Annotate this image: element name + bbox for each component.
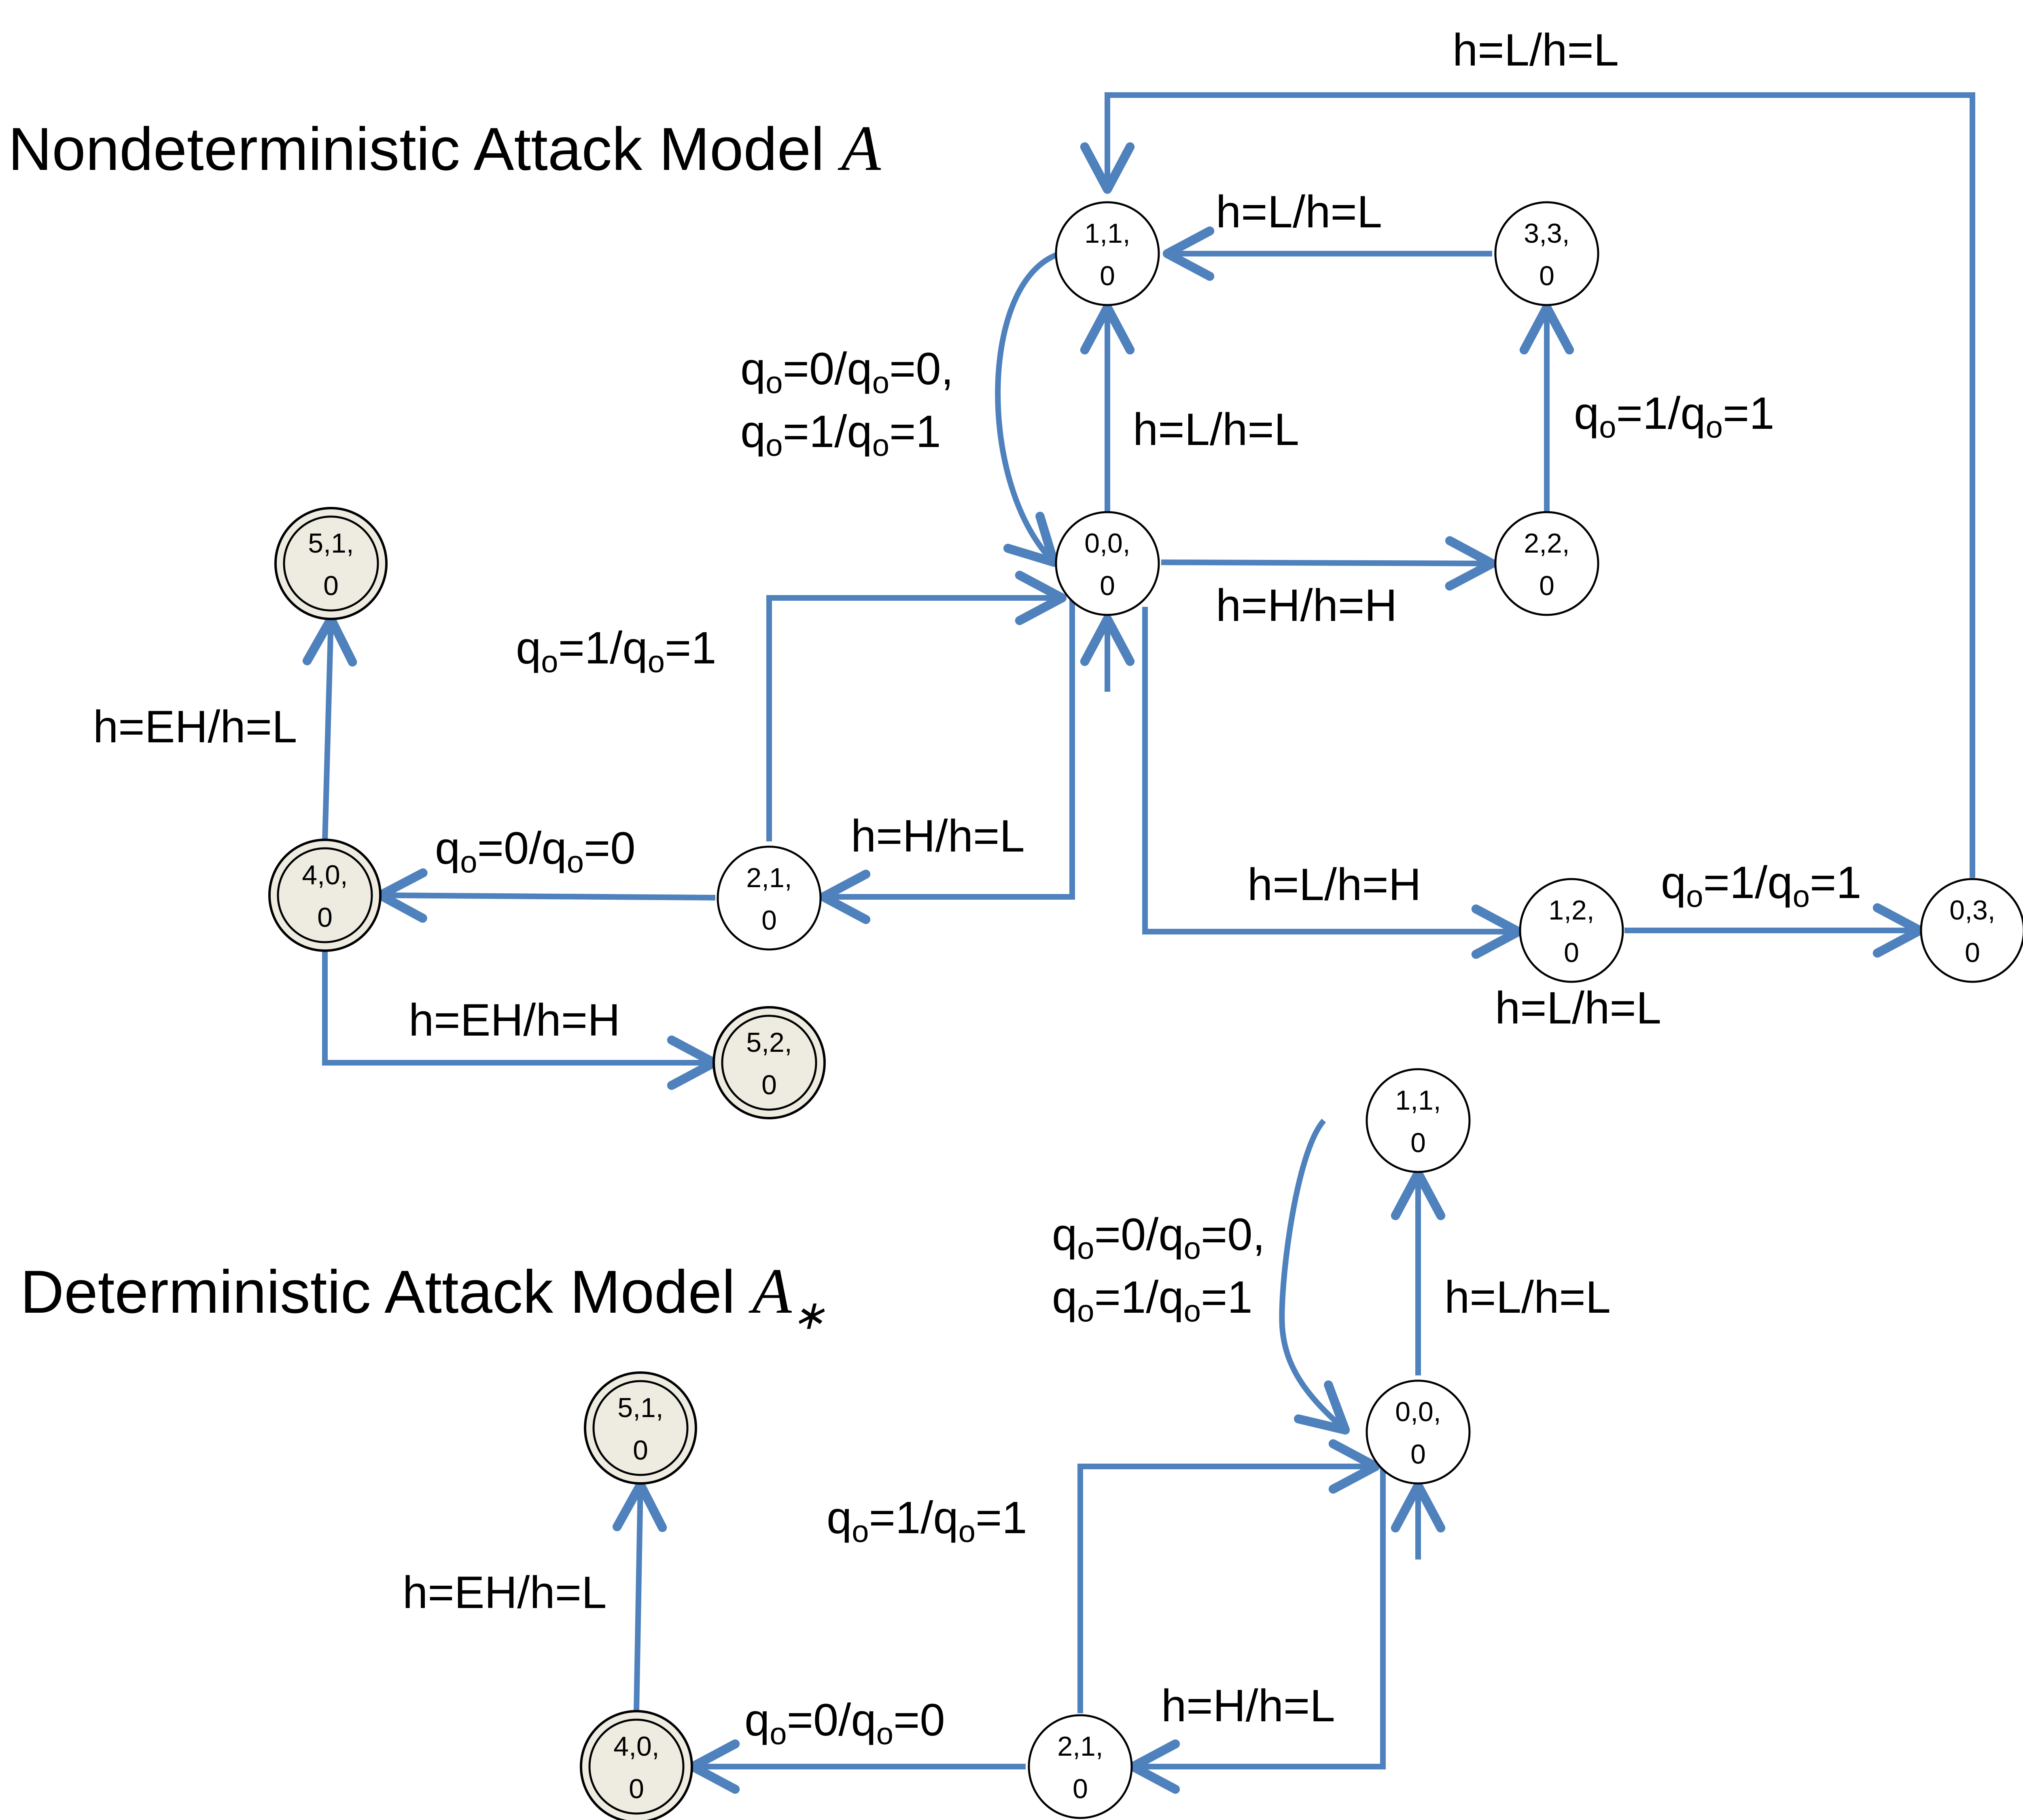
svg-text:0: 0 bbox=[629, 1773, 644, 1804]
label-22-to-33: qo=1/qo=1 bbox=[1574, 388, 1775, 445]
det-state-0-0-0: 0,0, 0 bbox=[1366, 1379, 1471, 1485]
label-self-loop-line1: qo=0/qo=0, bbox=[740, 343, 954, 400]
det-state-1-1-0: 1,1, 0 bbox=[1366, 1068, 1471, 1173]
state-5-1-0-accepting: 5,1, 0 bbox=[274, 507, 388, 620]
label-40-to-51: h=EH/h=L bbox=[93, 701, 297, 752]
svg-text:4,0,: 4,0, bbox=[613, 1731, 659, 1762]
svg-text:1,1,: 1,1, bbox=[1084, 218, 1130, 249]
det-edge-00-to-21 bbox=[1128, 1466, 1386, 1794]
state-1-2-0: 1,2, 0 bbox=[1519, 878, 1624, 983]
nondet-title: Nondeterministic Attack Model A bbox=[8, 112, 881, 184]
det-edges bbox=[612, 1119, 1446, 1794]
label-40-to-52: h=EH/h=H bbox=[409, 995, 620, 1045]
det-label-00-to-11: h=L/h=L bbox=[1444, 1272, 1611, 1322]
state-0-0-0: 0,0, 0 bbox=[1055, 511, 1160, 616]
state-3-3-0: 3,3, 0 bbox=[1494, 201, 1599, 306]
det-state-2-1-0: 2,1, 0 bbox=[1028, 1714, 1133, 1819]
label-self-loop-line2: qo=1/qo=1 bbox=[740, 406, 941, 463]
nondet-labels: h=L/h=L h=L/h=L h=L/h=L qo=1/qo=1 h=H/h=… bbox=[93, 25, 1862, 1045]
det-state-5-1-0-accepting: 5,1, 0 bbox=[584, 1371, 697, 1485]
svg-text:0: 0 bbox=[761, 905, 777, 936]
label-below-12: h=L/h=L bbox=[1495, 983, 1661, 1033]
svg-text:0: 0 bbox=[1539, 261, 1554, 291]
self-loop-00 bbox=[995, 251, 1061, 567]
svg-text:2,1,: 2,1, bbox=[746, 862, 792, 893]
svg-text:0: 0 bbox=[323, 570, 339, 601]
edge-21-to-40 bbox=[375, 868, 716, 923]
edge-00-to-21 bbox=[819, 598, 1075, 924]
det-label-21-to-00: qo=1/qo=1 bbox=[827, 1492, 1027, 1549]
svg-text:1,1,: 1,1, bbox=[1395, 1085, 1441, 1116]
svg-text:0: 0 bbox=[1965, 937, 1980, 968]
svg-text:0: 0 bbox=[633, 1435, 648, 1466]
det-label-21-to-40: qo=0/qo=0 bbox=[744, 1695, 945, 1751]
svg-text:0,3,: 0,3, bbox=[1949, 895, 1995, 926]
edge-40-to-52 bbox=[322, 949, 719, 1090]
state-2-2-0: 2,2, 0 bbox=[1494, 511, 1599, 616]
nondet-edges bbox=[302, 92, 1975, 1090]
label-21-to-40: qo=0/qo=0 bbox=[435, 823, 636, 879]
edge-03-to-11 bbox=[1080, 92, 1975, 878]
svg-text:4,0,: 4,0, bbox=[302, 860, 348, 890]
det-state-4-0-0-accepting: 4,0, 0 bbox=[580, 1710, 693, 1820]
det-edge-40-to-51 bbox=[612, 1480, 667, 1712]
state-0-3-0: 0,3, 0 bbox=[1920, 878, 2023, 983]
svg-text:2,1,: 2,1, bbox=[1057, 1731, 1103, 1762]
svg-text:0: 0 bbox=[1539, 570, 1554, 601]
label-21-to-00: qo=1/qo=1 bbox=[516, 623, 717, 679]
label-00-to-22: h=H/h=H bbox=[1216, 580, 1397, 631]
svg-text:5,1,: 5,1, bbox=[308, 528, 354, 559]
svg-text:0: 0 bbox=[317, 902, 333, 933]
svg-text:3,3,: 3,3, bbox=[1524, 218, 1569, 249]
label-00-to-12: h=L/h=H bbox=[1247, 859, 1421, 910]
det-label-self-loop-line1: qo=0/qo=0, bbox=[1052, 1209, 1265, 1266]
det-states: 1,1, 0 0,0, 0 5,1, 0 4,0, 0 2,1, 0 bbox=[580, 1068, 1471, 1820]
det-label-00-to-21: h=H/h=L bbox=[1161, 1680, 1335, 1731]
svg-text:0: 0 bbox=[1564, 937, 1579, 968]
det-label-self-loop-line2: qo=1/qo=1 bbox=[1052, 1272, 1253, 1328]
svg-text:0,0,: 0,0, bbox=[1084, 528, 1130, 559]
svg-text:0: 0 bbox=[1410, 1439, 1426, 1470]
state-2-1-0: 2,1, 0 bbox=[717, 845, 822, 951]
det-labels: qo=0/qo=0, qo=1/qo=1 h=L/h=L qo=1/qo=1 h… bbox=[403, 1209, 1611, 1751]
svg-text:0: 0 bbox=[1100, 570, 1115, 601]
svg-text:0: 0 bbox=[1073, 1773, 1088, 1804]
edge-40-to-51 bbox=[302, 614, 357, 842]
det-title: Deterministic Attack Model A∗ bbox=[20, 1255, 825, 1338]
svg-text:2,2,: 2,2, bbox=[1524, 528, 1569, 559]
svg-text:0,0,: 0,0, bbox=[1395, 1396, 1441, 1427]
svg-text:5,2,: 5,2, bbox=[746, 1027, 792, 1058]
det-label-40-to-51: h=EH/h=L bbox=[403, 1567, 606, 1618]
svg-text:1,2,: 1,2, bbox=[1548, 895, 1594, 926]
state-5-2-0-accepting: 5,2, 0 bbox=[713, 1006, 826, 1119]
label-33-to-11: h=L/h=L bbox=[1216, 186, 1382, 237]
svg-text:0: 0 bbox=[761, 1070, 777, 1100]
label-00-to-21: h=H/h=L bbox=[851, 811, 1025, 861]
svg-text:0: 0 bbox=[1410, 1127, 1426, 1158]
edge-21-to-00 bbox=[766, 570, 1067, 841]
edge-00-to-12 bbox=[1142, 607, 1523, 959]
edge-00-to-22 bbox=[1161, 536, 1497, 591]
label-00-to-11: h=L/h=L bbox=[1133, 404, 1299, 455]
svg-text:5,1,: 5,1, bbox=[617, 1392, 663, 1423]
svg-text:0: 0 bbox=[1100, 261, 1115, 291]
nondet-states: 1,1, 0 3,3, 0 0,0, 0 2,2, 0 5,1, 0 4,0, bbox=[268, 201, 2023, 1119]
label-03-to-11: h=L/h=L bbox=[1453, 25, 1619, 75]
state-1-1-0: 1,1, 0 bbox=[1055, 201, 1160, 306]
det-edge-21-to-00 bbox=[1077, 1439, 1380, 1713]
state-4-0-0-accepting: 4,0, 0 bbox=[268, 839, 382, 952]
label-12-to-03: qo=1/qo=1 bbox=[1661, 857, 1862, 914]
det-self-loop-00 bbox=[1279, 1119, 1350, 1435]
